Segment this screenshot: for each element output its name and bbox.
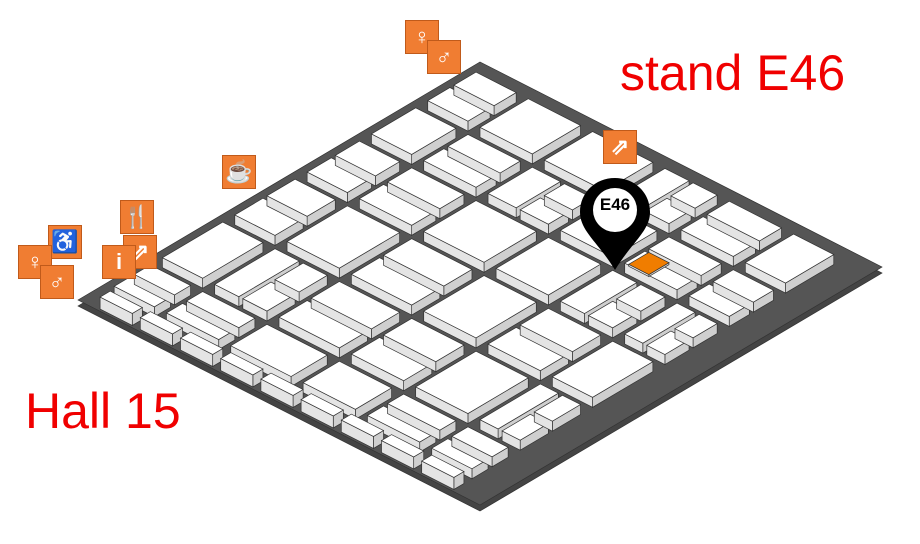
location-pin-icon[interactable] bbox=[578, 176, 652, 272]
booth[interactable] bbox=[161, 221, 264, 279]
booth[interactable] bbox=[479, 98, 582, 155]
toilet-women-icon[interactable]: ♀ bbox=[405, 20, 439, 54]
booth[interactable] bbox=[286, 205, 401, 269]
coffee-icon[interactable]: ☕ bbox=[222, 155, 256, 189]
booth[interactable] bbox=[487, 166, 562, 209]
wall-booth[interactable] bbox=[139, 311, 184, 335]
booth[interactable] bbox=[422, 275, 538, 339]
booth[interactable] bbox=[386, 167, 465, 210]
booth[interactable] bbox=[334, 140, 401, 177]
wall-booth[interactable] bbox=[300, 393, 345, 417]
wall-booth[interactable] bbox=[380, 434, 425, 458]
wall-booth[interactable] bbox=[420, 454, 465, 478]
booth[interactable] bbox=[266, 178, 337, 217]
booth[interactable] bbox=[533, 394, 582, 422]
booth[interactable] bbox=[386, 393, 457, 431]
booth[interactable] bbox=[559, 269, 638, 314]
booth[interactable] bbox=[230, 323, 328, 377]
wall-booth[interactable] bbox=[219, 352, 264, 376]
booth[interactable] bbox=[274, 262, 328, 293]
booth[interactable] bbox=[310, 281, 401, 330]
wall-booth[interactable] bbox=[99, 290, 144, 314]
booth[interactable] bbox=[543, 131, 654, 192]
booth[interactable] bbox=[519, 307, 602, 353]
booth[interactable] bbox=[712, 269, 775, 303]
booth[interactable] bbox=[302, 360, 393, 410]
hall-label: Hall 15 bbox=[25, 383, 181, 439]
escalator-icon[interactable]: ⇗ bbox=[603, 130, 637, 164]
booth[interactable] bbox=[453, 71, 517, 107]
booth[interactable] bbox=[422, 200, 538, 263]
booth[interactable] bbox=[382, 317, 465, 363]
information-icon[interactable]: i bbox=[102, 245, 136, 279]
stand-label: stand E46 bbox=[620, 45, 846, 101]
booth[interactable] bbox=[706, 200, 783, 242]
toilet-men-icon[interactable]: ♂ bbox=[40, 265, 74, 299]
booth[interactable] bbox=[414, 350, 529, 414]
booth[interactable] bbox=[551, 340, 654, 398]
wheelchair-icon[interactable]: ♿ bbox=[48, 225, 82, 259]
toilet-men-icon[interactable]: ♂ bbox=[427, 40, 461, 74]
booth[interactable] bbox=[674, 313, 718, 339]
pin-label: E46 bbox=[599, 195, 631, 214]
booth[interactable] bbox=[670, 182, 718, 209]
booth[interactable] bbox=[447, 134, 521, 174]
toilet-women-icon[interactable]: ♀ bbox=[18, 245, 52, 279]
booth[interactable] bbox=[744, 233, 835, 284]
stand-e46[interactable] bbox=[628, 252, 670, 275]
booth[interactable] bbox=[213, 248, 300, 298]
wall-booth[interactable] bbox=[260, 372, 304, 396]
wall-booth[interactable] bbox=[179, 331, 224, 355]
booth[interactable] bbox=[648, 236, 722, 276]
booth[interactable] bbox=[615, 284, 666, 312]
booth[interactable] bbox=[370, 107, 457, 155]
booth[interactable] bbox=[623, 302, 696, 344]
booth[interactable] bbox=[451, 426, 509, 458]
booth[interactable] bbox=[185, 291, 256, 329]
booth[interactable] bbox=[382, 238, 473, 287]
wall-booth[interactable] bbox=[340, 413, 385, 437]
booth[interactable] bbox=[495, 237, 602, 296]
restaurant-icon[interactable]: 🍴 bbox=[120, 200, 154, 234]
booth[interactable] bbox=[479, 383, 560, 430]
